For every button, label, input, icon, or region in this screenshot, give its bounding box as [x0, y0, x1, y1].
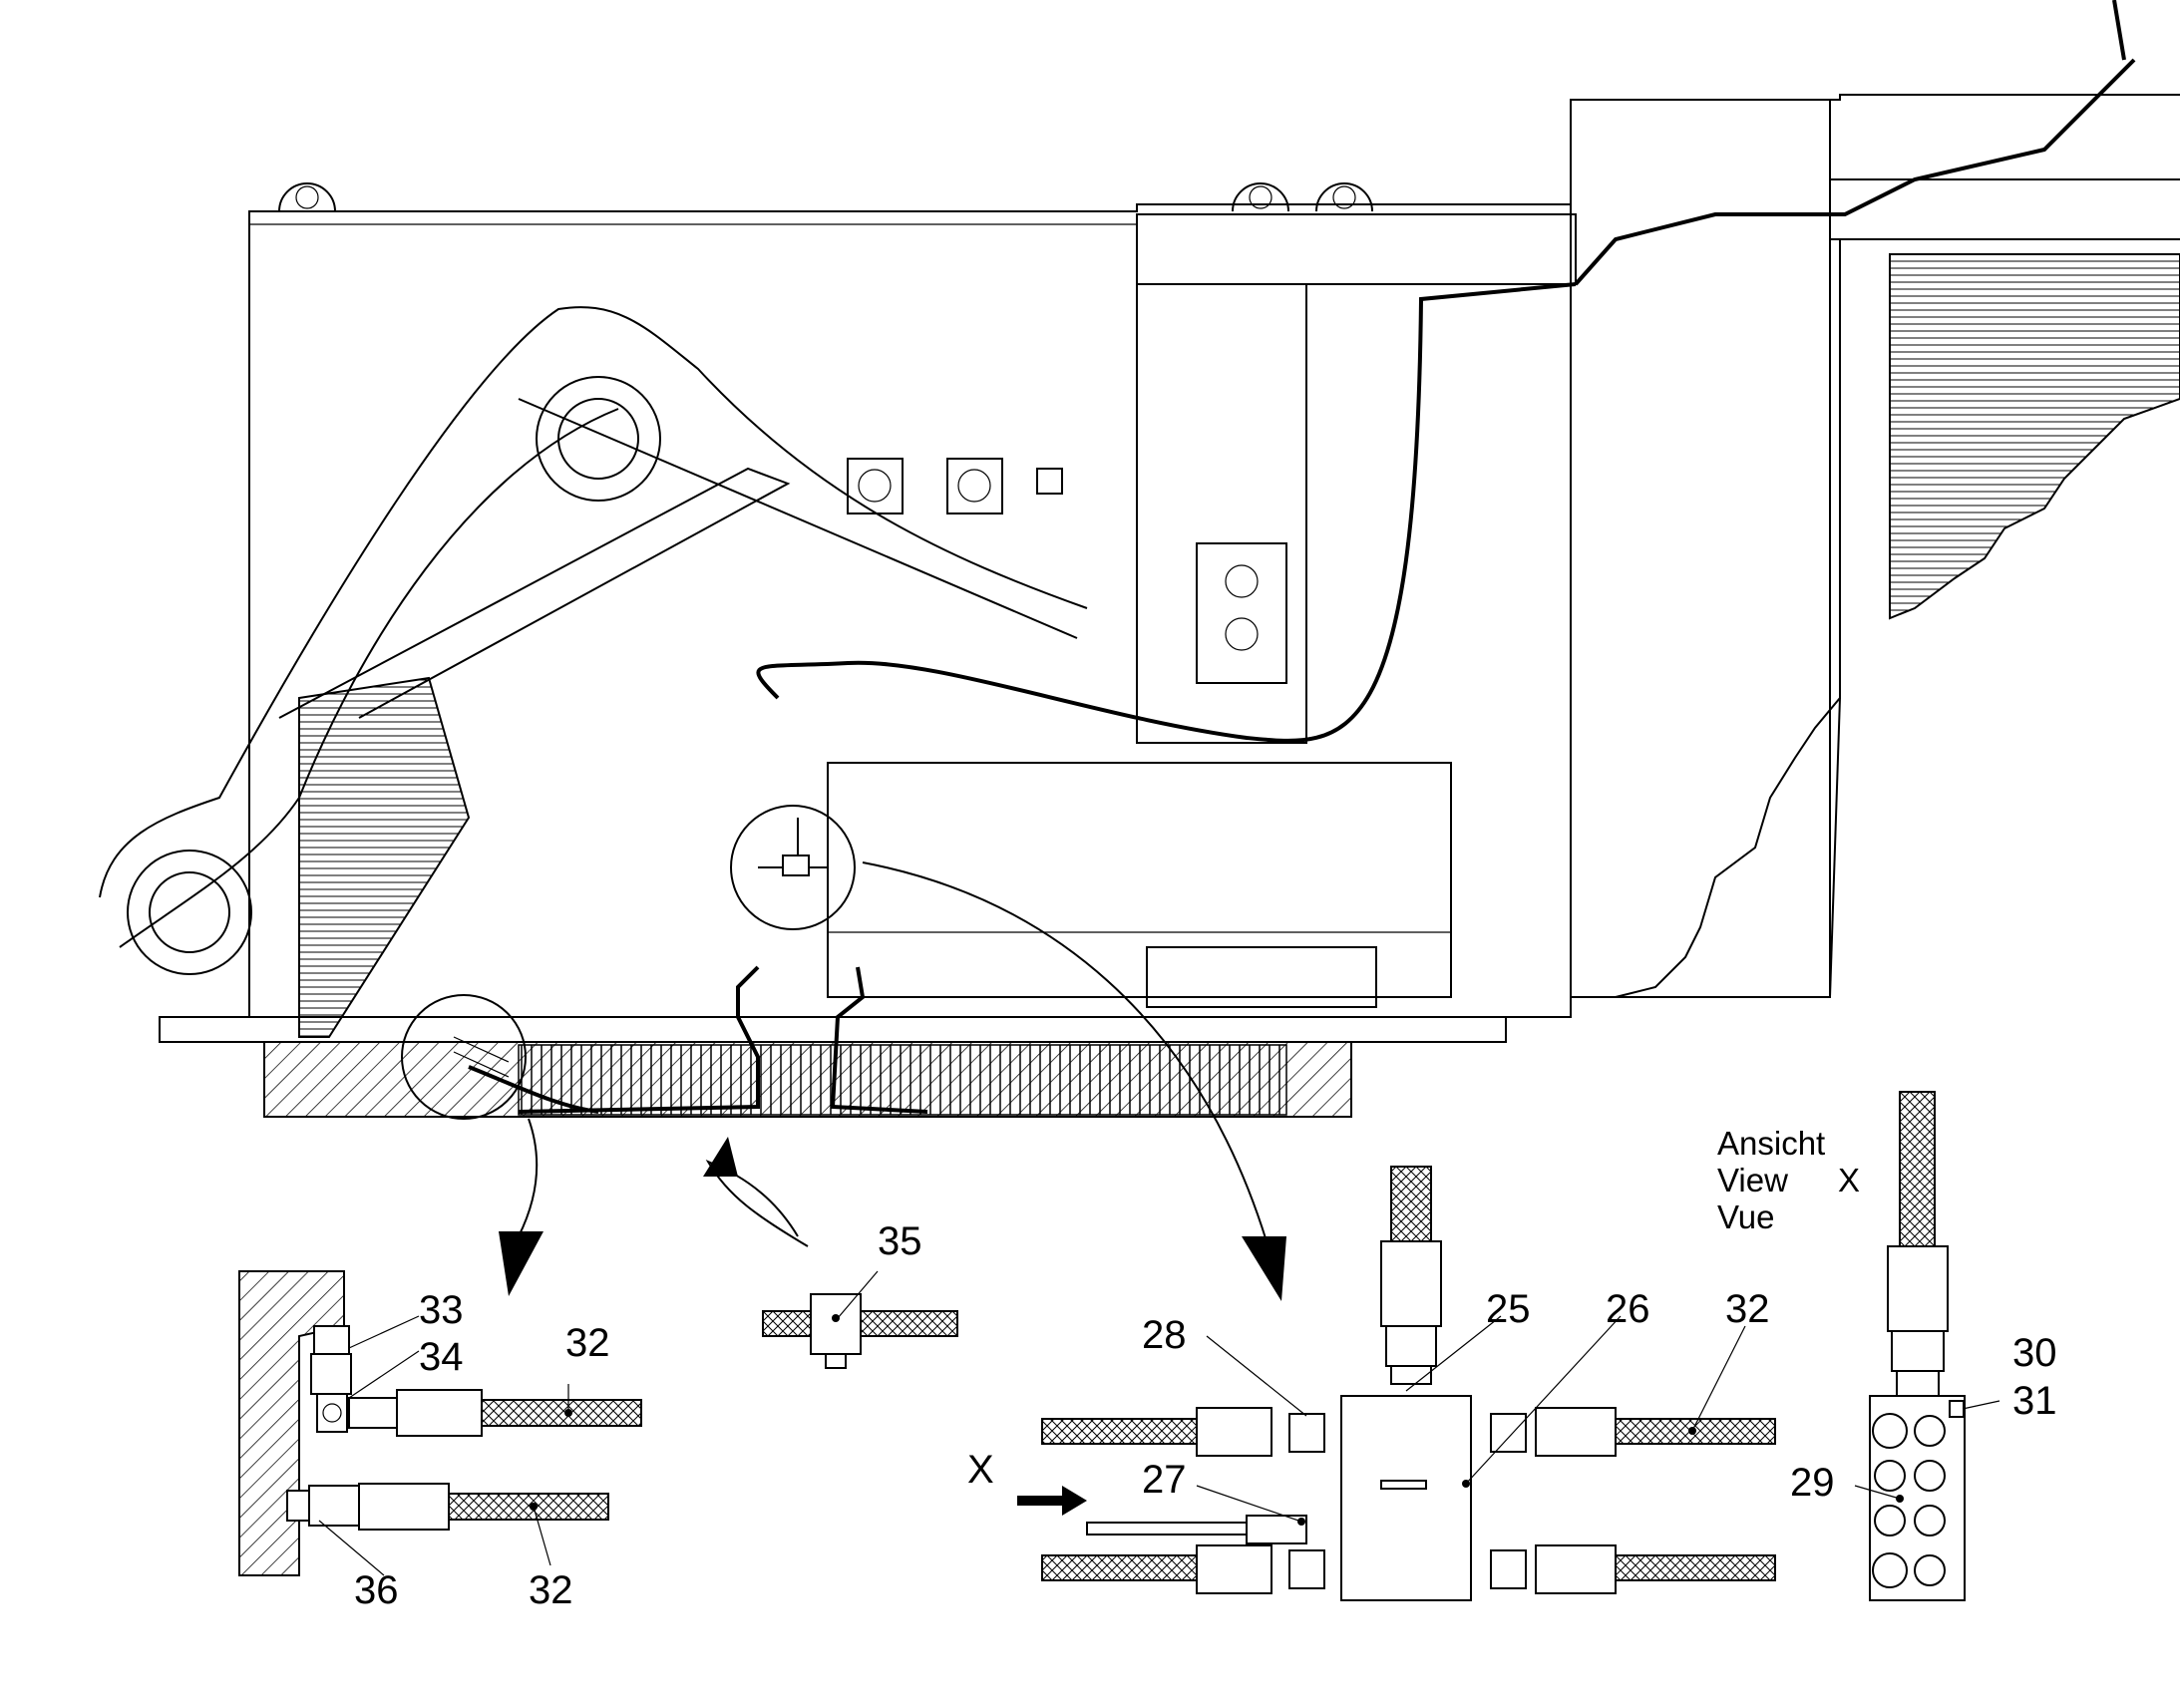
callout-29: 29 — [1790, 1461, 1835, 1505]
view-label-view: View — [1717, 1162, 1788, 1198]
detail-clamp — [762, 1270, 958, 1369]
callout-35: 35 — [878, 1219, 922, 1263]
view-label-letter: X — [1838, 1162, 1860, 1198]
view-label-ansicht: Ansicht — [1717, 1125, 1825, 1162]
detail-view-x — [1854, 1091, 2000, 1601]
arrow-up — [703, 1137, 738, 1177]
callout-33: 33 — [419, 1288, 464, 1332]
radiator-section — [1570, 0, 2180, 998]
view-x-label: Ansicht View Vue X — [1717, 1125, 1860, 1235]
callout-34: 34 — [419, 1335, 464, 1379]
brackets — [847, 458, 1063, 514]
view-arrow — [1017, 1486, 1087, 1516]
callout-26: 26 — [1606, 1287, 1650, 1331]
callout-numbers: 25 26 27 28 29 30 31 32 32 32 33 34 35 3… — [354, 1219, 2057, 1612]
view-arrow-label: X — [967, 1448, 994, 1492]
callout-36: 36 — [354, 1568, 399, 1612]
callout-32-top: 32 — [565, 1321, 610, 1365]
arrow-down-left — [499, 1231, 544, 1296]
callout-31: 31 — [2012, 1379, 2057, 1423]
callout-30: 30 — [2012, 1331, 2057, 1375]
main-assembly — [99, 182, 1577, 1120]
lifting-eyes — [278, 182, 1373, 212]
callout-32-right: 32 — [1725, 1287, 1770, 1331]
arrow-down-right — [1242, 1236, 1286, 1301]
detail-valve-block — [1017, 1166, 1776, 1601]
callout-27: 27 — [1142, 1458, 1187, 1502]
leader-arrows — [499, 861, 1286, 1301]
view-label-vue: Vue — [1717, 1198, 1775, 1235]
callout-25: 25 — [1486, 1287, 1531, 1331]
callout-32-bottom: 32 — [529, 1568, 573, 1612]
detail-left — [238, 1270, 642, 1576]
callout-28: 28 — [1142, 1313, 1187, 1357]
